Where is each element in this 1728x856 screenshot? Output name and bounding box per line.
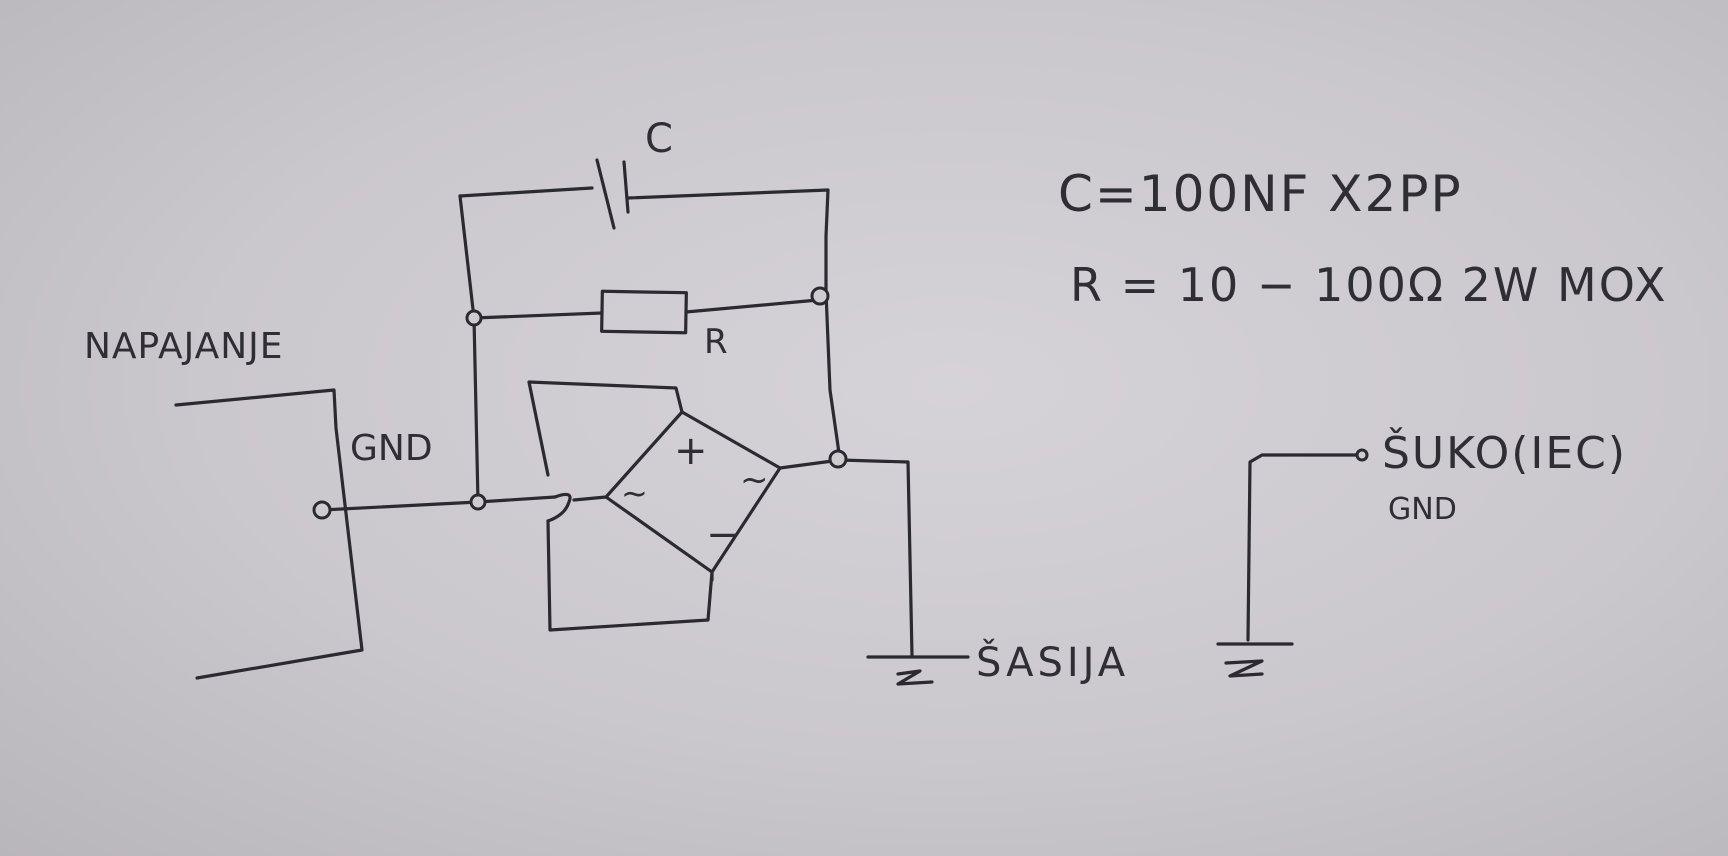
schuko-gnd-label: GND [1388,492,1457,527]
schuko-label: ŠUKO(IEC) [1382,428,1628,479]
bridge-frame [546,519,714,632]
resistor-spec-note: R = 10 − 100Ω 2W MOX [1070,258,1668,312]
bridge-plus-label: + [674,428,708,474]
bridge-diamond [604,410,782,574]
bridge-ac-right-label: ~ [740,460,769,500]
capacitor-wire-top [458,186,594,198]
chassis-ground-mark [896,669,934,686]
resistor-wire-right [684,298,820,314]
power-supply-label: NAPAJANJE [84,326,284,367]
gnd-wire [320,495,557,512]
resistor-symbol [600,289,688,335]
resistor-wire-left [472,311,604,320]
left-rail [458,194,480,504]
bridge-input-wire [572,495,608,502]
capacitor-right-plate [622,160,630,214]
junction-left-top [465,309,483,327]
bridge-input-hump [546,492,572,523]
bridge-frame-top [527,380,684,477]
junction-right-top [810,286,830,306]
junction-gnd-terminal [312,500,332,520]
right-rail [824,290,842,462]
capacitor-left-plate [595,158,616,230]
chassis-label: ŠASIJA [976,640,1130,686]
junction-schuko [1355,448,1369,462]
bridge-ac-left-label: ~ [621,474,648,512]
capacitor-spec-note: C=100NF X2PP [1058,165,1463,223]
junction-left-bottom [469,493,487,511]
gnd-label: GND [350,428,433,469]
capacitor-label: C [645,116,673,162]
junction-right-bottom [828,449,848,469]
schuko-earth-wire [1246,453,1362,642]
bridge-output-wire [778,458,914,657]
resistor-label: R [704,322,728,362]
schuko-ground-mark [1224,659,1264,678]
power-supply-box [174,388,364,680]
capacitor-wire-right [626,188,830,294]
bridge-minus-label: − [706,512,740,558]
